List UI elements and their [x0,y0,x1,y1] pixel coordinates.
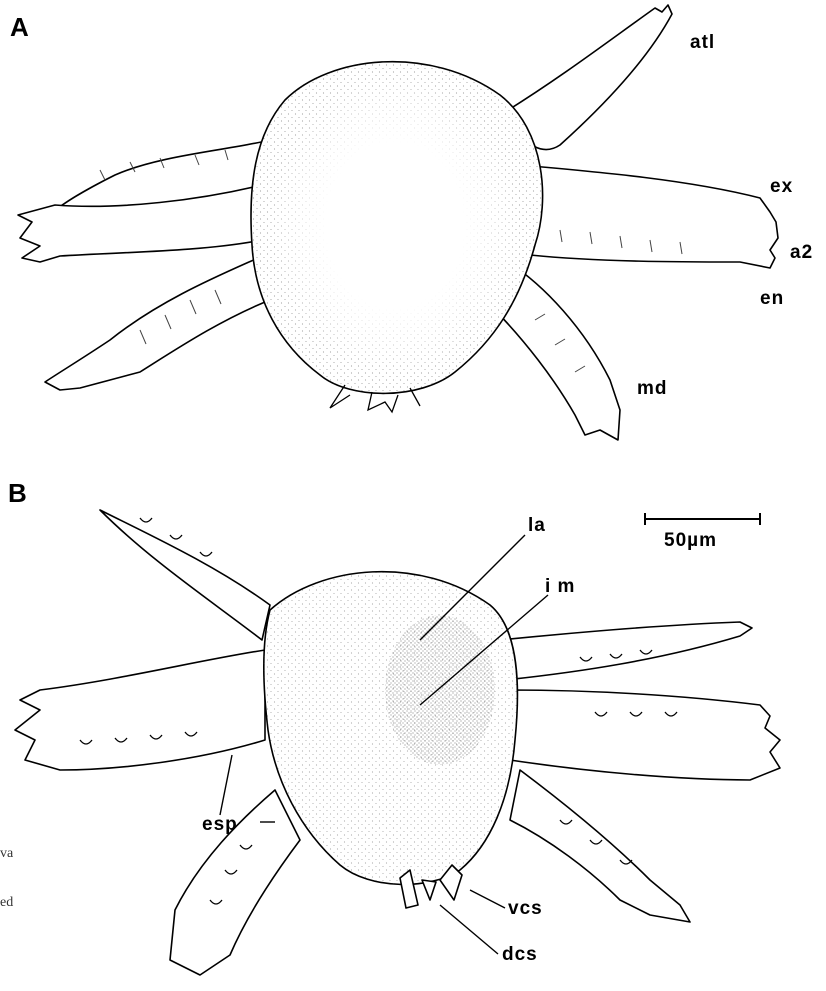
labrum-shading [385,615,495,765]
panel-b-left-antennule [100,510,270,640]
panel-b-left-antenna [15,650,265,770]
label-la: la [528,515,546,536]
panel-a-left-mandible [45,258,270,390]
label-vcs: vcs [508,898,543,919]
panel-b-letter: B [8,478,27,508]
leader-vcs [470,890,505,908]
panel-a: A atl ex a2 en md [10,5,813,440]
label-md: md [637,378,668,399]
leader-esp-upper [220,755,232,815]
caption-fragment-2: ed [0,895,13,910]
label-ex: ex [770,176,793,197]
panel-a-right-antenna [520,165,778,268]
label-atl: atl [690,32,715,53]
leader-dcs [440,905,498,954]
panel-b-right-antennule [500,622,752,680]
scale-bar-label: 50µm [664,530,717,551]
label-esp: esp [202,814,238,835]
panel-b: B 50µm [0,478,780,975]
panel-a-letter: A [10,12,29,42]
panel-a-antennule [505,5,672,149]
label-en: en [760,288,784,309]
caption-fragment-1: va [0,846,14,861]
panel-b-dorsal-caudal-spine [422,880,436,900]
label-dcs: dcs [502,944,538,965]
label-a2: a2 [790,242,813,263]
panel-b-right-antenna [510,690,780,780]
scale-bar: 50µm [645,513,760,551]
label-im: i m [545,576,575,597]
